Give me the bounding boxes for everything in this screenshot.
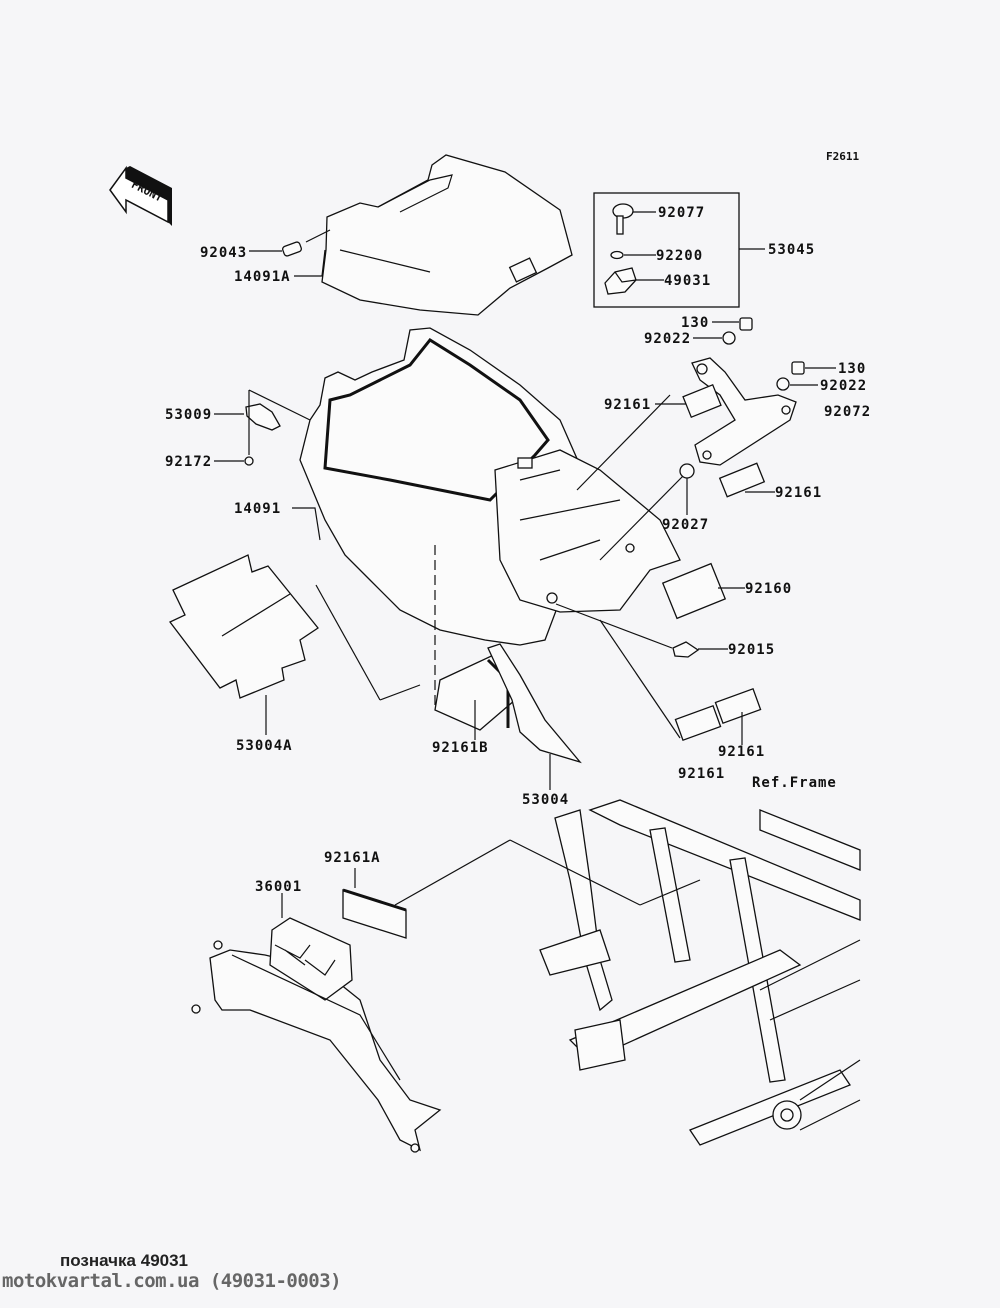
part-92022-washer-upper	[722, 331, 736, 345]
figure-code: F2611	[826, 150, 859, 163]
callout-92022-lower: 92022	[820, 378, 867, 394]
callout-92160: 92160	[745, 581, 792, 597]
callout-14091A: 14091A	[234, 269, 291, 285]
part-53009-clip	[245, 403, 281, 431]
callout-92161-bottom-right: 92161	[718, 744, 765, 760]
callout-130-lower: 130	[838, 361, 866, 377]
part-92161-pad-right	[718, 462, 766, 498]
part-92161-pad-bottom-left	[674, 704, 722, 742]
part-36001-air-duct	[191, 917, 442, 1153]
footer-caption: позначка 49031	[60, 1251, 189, 1270]
callout-92161B: 92161B	[432, 740, 489, 756]
part-53004-pad	[487, 643, 582, 764]
callout-14091: 14091	[234, 501, 281, 517]
callout-92161A: 92161A	[324, 850, 381, 866]
footer-watermark: motokvartal.com.ua (49031-0003)	[2, 1270, 342, 1292]
part-92160-pad	[661, 562, 727, 620]
callout-92015: 92015	[728, 642, 775, 658]
kit-box-53045	[593, 192, 740, 308]
reference-frame-label: Ref.Frame	[752, 775, 837, 791]
part-92072-bracket	[691, 357, 797, 466]
callout-92072: 92072	[824, 404, 871, 420]
callout-36001: 36001	[255, 879, 302, 895]
callout-92022-upper: 92022	[644, 331, 691, 347]
part-92015-nut	[672, 641, 700, 658]
part-130-bolt-upper	[739, 317, 753, 331]
callout-92027: 92027	[662, 517, 709, 533]
callout-53045: 53045	[768, 242, 815, 258]
part-14091-main-cowl	[299, 327, 681, 646]
callout-53009: 53009	[165, 407, 212, 423]
part-92022-washer-lower	[776, 377, 790, 391]
callout-92200: 92200	[656, 248, 703, 264]
part-92200-washer	[610, 250, 624, 260]
callout-92172: 92172	[165, 454, 212, 470]
callout-53004A: 53004A	[236, 738, 293, 754]
part-92043-clip	[282, 241, 302, 257]
part-14091A-upper-cover	[305, 154, 573, 316]
part-49031-grommet	[604, 267, 637, 295]
callout-92043: 92043	[200, 245, 247, 261]
callout-92161-upper: 92161	[604, 397, 651, 413]
part-92027-washer	[679, 463, 695, 479]
part-130-bolt-lower	[791, 361, 805, 375]
callout-92077: 92077	[658, 205, 705, 221]
callout-49031: 49031	[664, 273, 711, 289]
callout-53004: 53004	[522, 792, 569, 808]
callout-92161-right: 92161	[775, 485, 822, 501]
callout-92161-bottom-left: 92161	[678, 766, 725, 782]
front-arrow-icon: FRONT	[109, 165, 172, 226]
part-92161-pad-upper	[682, 383, 722, 419]
part-53004A-pad	[168, 554, 319, 699]
callout-130-upper: 130	[681, 315, 709, 331]
part-92172-screw	[244, 456, 254, 466]
part-92161A-pad	[342, 889, 407, 939]
part-92161-pad-bottom-right	[714, 687, 762, 725]
reference-frame	[539, 799, 861, 1146]
part-92077-screw	[612, 203, 634, 235]
